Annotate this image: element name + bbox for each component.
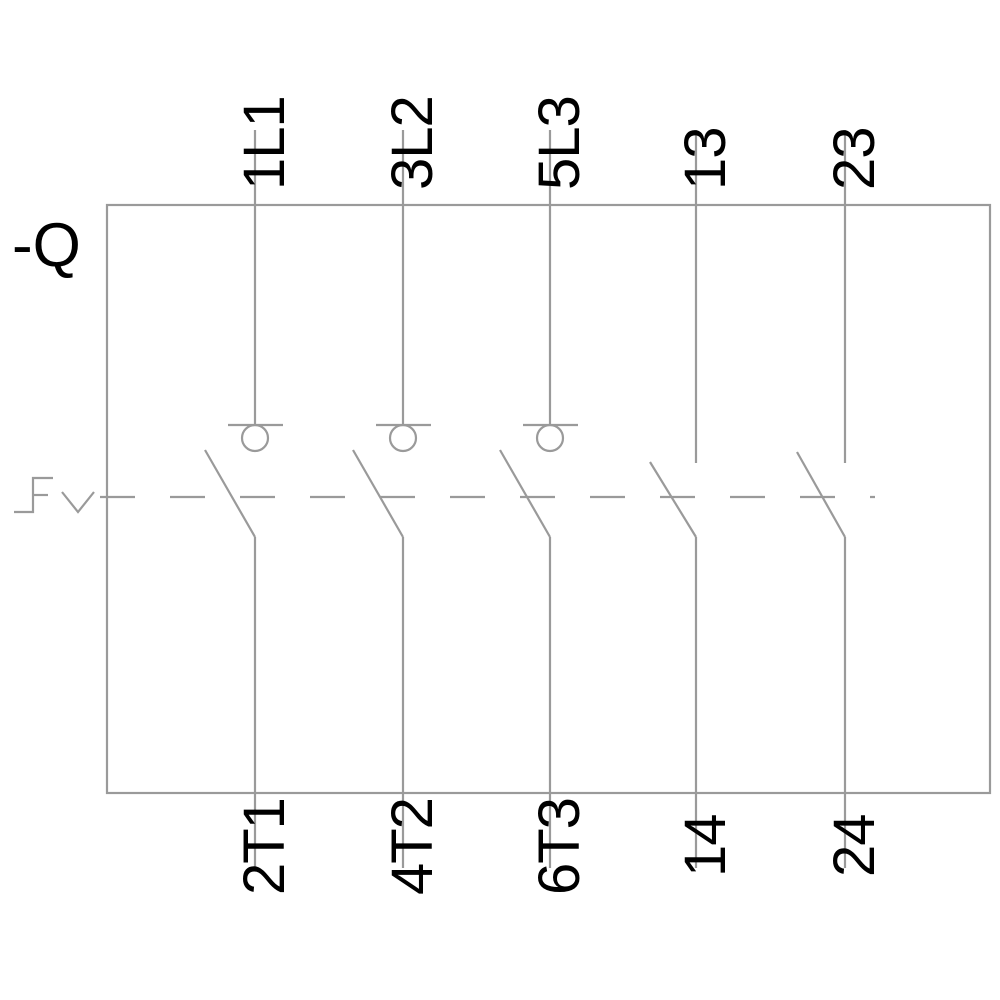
pole-4-auxiliary-contact (649, 130, 698, 868)
pole-4-contact-blade (649, 461, 697, 538)
terminal-label-3L2: 3L2 (380, 96, 445, 190)
device-enclosure-outline (105, 203, 992, 795)
pole-2-release-circle (388, 423, 418, 453)
pole-5-auxiliary-contact (796, 130, 847, 868)
terminal-label-1L1: 1L1 (232, 96, 297, 190)
terminal-label-6T3: 6T3 (527, 798, 592, 895)
thermal-magnetic-release-actuator (14, 476, 95, 514)
device-designation-label: -Q (12, 211, 81, 280)
pole-1-release-circle (240, 423, 270, 453)
pole-5-contact-blade (796, 451, 846, 538)
terminal-label-13: 13 (673, 127, 738, 190)
pole-2-main-contact (352, 130, 431, 868)
terminal-label-4T2: 4T2 (380, 798, 445, 895)
terminal-label-24: 24 (822, 814, 887, 877)
pole-3-main-contact (499, 130, 578, 868)
pole-3-contact-blade (499, 449, 551, 538)
pole-2-contact-blade (352, 449, 404, 538)
release-chevron-symbol (61, 491, 95, 514)
pole-1-contact-blade (204, 449, 256, 538)
schematic-linework (14, 130, 992, 868)
terminal-label-23: 23 (822, 127, 887, 190)
pole-1-main-contact (204, 130, 283, 868)
pole-3-release-circle (535, 423, 565, 453)
terminal-label-2T1: 2T1 (232, 798, 297, 895)
terminal-label-5L3: 5L3 (527, 96, 592, 190)
terminal-label-14: 14 (673, 814, 738, 877)
